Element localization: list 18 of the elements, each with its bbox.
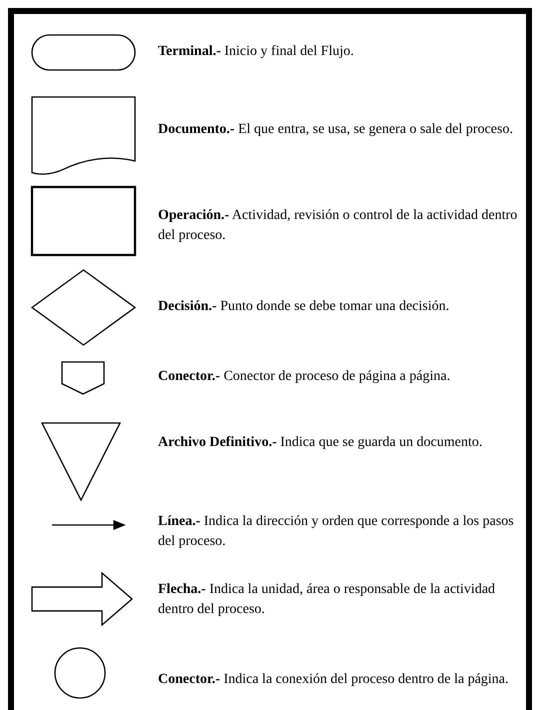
block-arrow-symbol (32, 573, 132, 625)
symbol-description: Conector.- Indica la conexión del proceso dentro de la página. (158, 671, 510, 689)
circle-symbol (55, 648, 105, 698)
line-arrow (52, 519, 124, 531)
symbol-description: Documento.- El que entra, se usa, se genera o sale del proceso. (158, 121, 514, 139)
symbol-description: Flecha.- Indica la unidad, área o responsable de la actividad dentro del proceso. (158, 581, 496, 619)
terminal-symbol (32, 35, 135, 70)
symbol-description: Terminal.- Inicio y final del Flujo. (158, 43, 355, 61)
symbol-description: Decisión.- Punto donde se debe tomar una decisión. (158, 298, 450, 316)
process-symbol (32, 187, 135, 255)
offpage-connector-symbol (62, 362, 104, 394)
symbol-description: Conector.- Conector de proceso de página a página. (158, 368, 452, 386)
symbol-description: Archivo Definitivo.- Indica que se guarda un documento. (158, 434, 484, 452)
inverted-triangle-symbol (42, 423, 120, 500)
decision-diamond (32, 270, 135, 345)
symbol-description: Operación.- Actividad, revisión o control de la actividad dentro del proceso. (158, 207, 518, 245)
symbol-description: Línea.- Indica la dirección y orden que corresponde a los pasos del proceso. (158, 513, 515, 551)
document-symbol (32, 97, 135, 175)
